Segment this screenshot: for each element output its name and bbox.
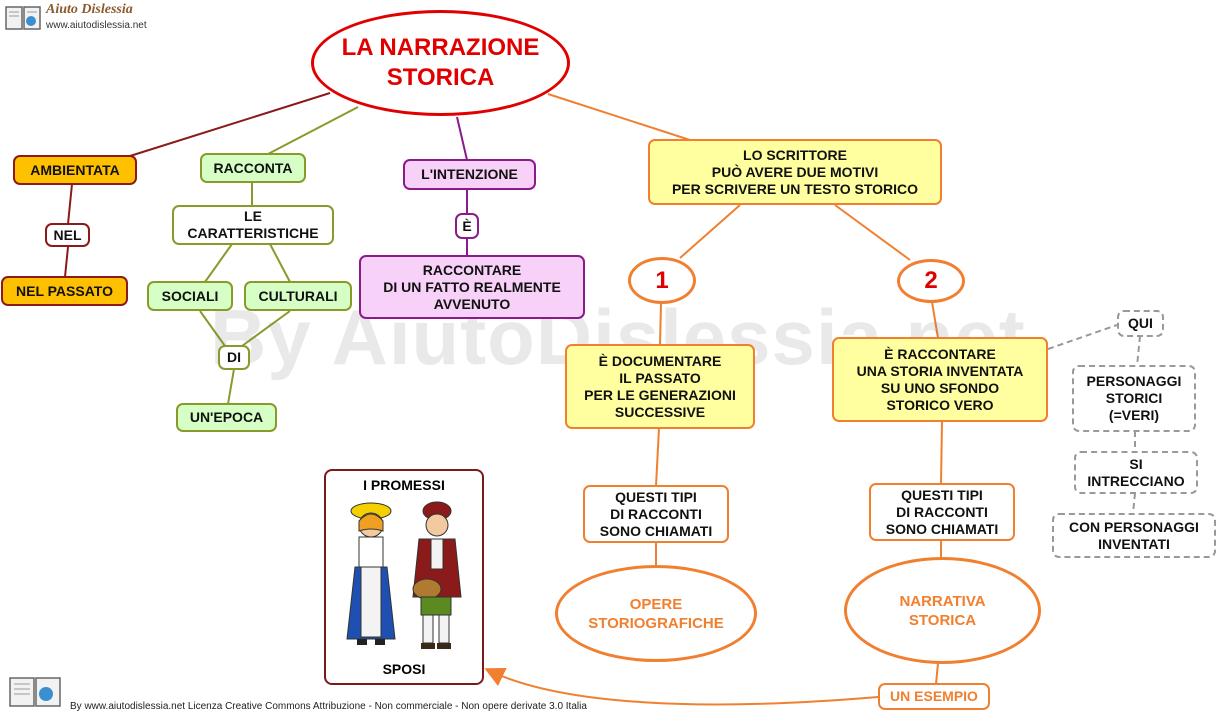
node-narrativa-storica: NARRATIVA STORICA bbox=[844, 557, 1041, 664]
node-personaggi-storici: PERSONAGGI STORICI (=VERI) bbox=[1072, 365, 1196, 432]
node-questi-tipi-1: QUESTI TIPI DI RACCONTI SONO CHIAMATI bbox=[583, 485, 729, 543]
footer-book-icon bbox=[9, 677, 61, 707]
node-documentare: È DOCUMENTARE IL PASSATO PER LE GENERAZI… bbox=[565, 344, 755, 429]
node-sociali: SOCIALI bbox=[147, 281, 233, 311]
node-un-epoca: UN'EPOCA bbox=[176, 403, 277, 432]
node-number-2: 2 bbox=[897, 259, 965, 303]
node-nel: NEL bbox=[45, 223, 90, 247]
node-le-caratteristiche: LE CARATTERISTICHE bbox=[172, 205, 334, 245]
logo-title: Aiuto Dislessia bbox=[46, 2, 133, 17]
node-un-esempio: UN ESEMPIO bbox=[878, 683, 990, 710]
line-title-racconta bbox=[267, 106, 359, 155]
logo-url: www.aiutodislessia.net bbox=[46, 20, 147, 31]
node-qui: QUI bbox=[1117, 310, 1164, 337]
site-logo[interactable]: Aiuto Dislessia www.aiutodislessia.net bbox=[4, 2, 154, 34]
node-di: DI bbox=[218, 345, 250, 370]
node-ambientata: AMBIENTATA bbox=[13, 155, 137, 185]
map-title: LA NARRAZIONE STORICA bbox=[311, 10, 570, 116]
node-e: È bbox=[455, 213, 479, 239]
example-arrow bbox=[484, 667, 879, 706]
line-title-ambientata bbox=[129, 92, 331, 157]
node-nel-passato: NEL PASSATO bbox=[1, 276, 128, 306]
node-si-intrecciano: SI INTRECCIANO bbox=[1074, 451, 1198, 494]
node-culturali: CULTURALI bbox=[244, 281, 352, 311]
node-con-personaggi: CON PERSONAGGI INVENTATI bbox=[1052, 513, 1216, 558]
node-questi-tipi-2: QUESTI TIPI DI RACCONTI SONO CHIAMATI bbox=[869, 483, 1015, 541]
footer-license[interactable]: By www.aiutodislessia.net Licenza Creati… bbox=[70, 701, 587, 712]
node-lo-scrittore: LO SCRITTORE PUÒ AVERE DUE MOTIVI PER SC… bbox=[648, 139, 942, 205]
card-title-top: I PROMESSI bbox=[363, 477, 445, 493]
node-raccontare-storia: È RACCONTARE UNA STORIA INVENTATA SU UNO… bbox=[832, 337, 1048, 422]
promessi-sposi-illustration bbox=[346, 501, 462, 649]
book-icon bbox=[5, 6, 41, 30]
line-title-intenzione bbox=[456, 116, 468, 161]
card-title-bottom: SPOSI bbox=[382, 661, 426, 677]
node-racconta: RACCONTA bbox=[200, 153, 306, 183]
example-card: I PROMESSI SPOSI bbox=[324, 469, 484, 685]
node-number-1: 1 bbox=[628, 257, 696, 304]
node-raccontare-fatto: RACCONTARE DI UN FATTO REALMENTE AVVENUT… bbox=[359, 255, 585, 319]
node-intenzione: L'INTENZIONE bbox=[403, 159, 536, 190]
line-title-scrittore bbox=[547, 93, 691, 141]
node-opere-storiografiche: OPERE STORIOGRAFICHE bbox=[555, 565, 757, 662]
